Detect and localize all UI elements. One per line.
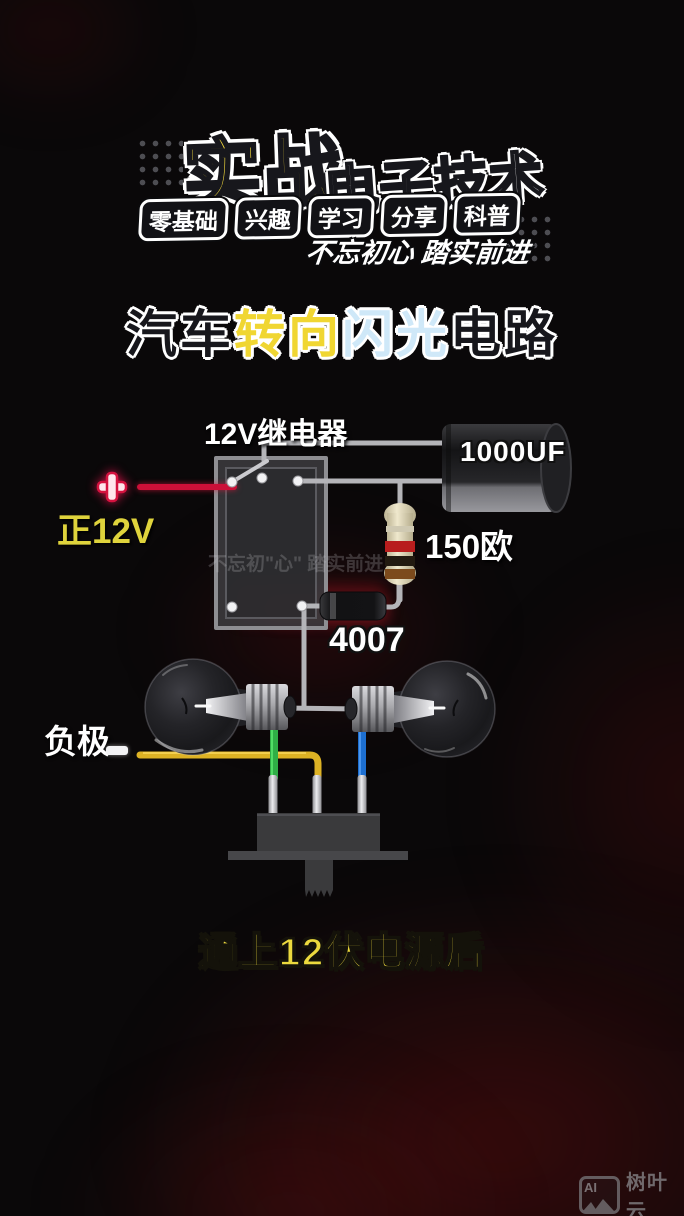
positive-supply	[96, 471, 237, 503]
relay-contact	[226, 476, 238, 488]
diode-4007	[319, 591, 387, 621]
left-bulb-threads	[251, 684, 279, 730]
mountain-icon	[583, 1199, 614, 1211]
relay-contacts	[226, 472, 308, 613]
diode-label: 4007	[329, 621, 405, 659]
switch-pin-right	[357, 775, 367, 817]
switch-flange	[228, 851, 408, 860]
left-bulb	[144, 658, 297, 756]
watermark: AI 树叶云	[579, 1166, 684, 1216]
plus-icon	[96, 471, 128, 503]
diode-body	[319, 591, 387, 621]
wire-diode-right-lead	[380, 576, 402, 610]
dot-grid-left	[136, 137, 183, 186]
relay-contact	[292, 475, 304, 487]
capacitor-body	[442, 424, 558, 512]
right-bulb	[344, 660, 496, 758]
negative-label: 负极	[44, 723, 110, 760]
switch-tab	[305, 860, 333, 897]
resistor-band-black	[385, 556, 415, 566]
right-bulb-filament-wire	[452, 699, 459, 717]
page-title: 汽车转向闪光电路	[0, 293, 684, 367]
relay-watermark-text: 不忘初"心" 踏实前进	[208, 554, 384, 575]
title-part: 转向	[233, 306, 342, 363]
turn-signal-switch	[228, 813, 408, 897]
minus-icon	[106, 746, 128, 755]
right-bulb-contact-tip	[344, 697, 358, 721]
capacitor-end	[540, 423, 572, 513]
ai-icon-label: AI	[584, 1180, 597, 1195]
left-bulb-contact-tip	[283, 695, 297, 719]
switch-pins	[268, 775, 367, 817]
relay-contact	[256, 472, 268, 484]
right-bulb-highlight	[466, 672, 488, 700]
capacitor-label: 1000UF	[460, 436, 566, 467]
relay-switch-arm	[230, 459, 269, 484]
capacitor-crimp	[446, 424, 451, 512]
resistor-band-red	[385, 541, 415, 552]
left-bulb-highlight	[154, 738, 204, 754]
relay-inner-panel	[225, 467, 317, 619]
wire-relay-to-capacitor-top	[261, 440, 452, 464]
title-part: 电路	[450, 306, 559, 363]
switch-body	[257, 813, 380, 853]
ai-image-icon: AI	[579, 1176, 620, 1214]
capacitor-1000uf	[442, 423, 572, 513]
right-bulb-filament-support	[394, 695, 434, 723]
watermark-brand: 树叶云	[625, 1172, 668, 1216]
relay-contact	[226, 601, 238, 613]
resistor-band-1	[386, 526, 414, 532]
right-bulb-highlight2	[424, 747, 455, 753]
right-bulb-base	[352, 686, 394, 732]
right-bulb-threads	[359, 686, 387, 732]
relay-label: 12V继电器	[204, 418, 348, 451]
caption: 通上12伏电源后	[198, 931, 486, 975]
resistor-150ohm	[384, 503, 416, 585]
resistor-band-brown	[385, 569, 415, 579]
diode-stripe	[330, 593, 336, 619]
switch-pin-middle	[312, 775, 322, 817]
title-part: 汽车	[125, 306, 234, 363]
left-bulb-highlight2	[162, 664, 188, 676]
relay-contact	[296, 600, 308, 612]
left-bulb-filament-support	[206, 693, 248, 721]
ground-wire-yellow	[136, 751, 322, 782]
switch-pin-left	[268, 775, 278, 817]
resistor-label: 150欧	[425, 528, 514, 565]
title-part: 闪光	[342, 306, 451, 363]
positive-label: 正12V	[57, 512, 155, 551]
left-bulb-filament-wire	[181, 697, 188, 715]
